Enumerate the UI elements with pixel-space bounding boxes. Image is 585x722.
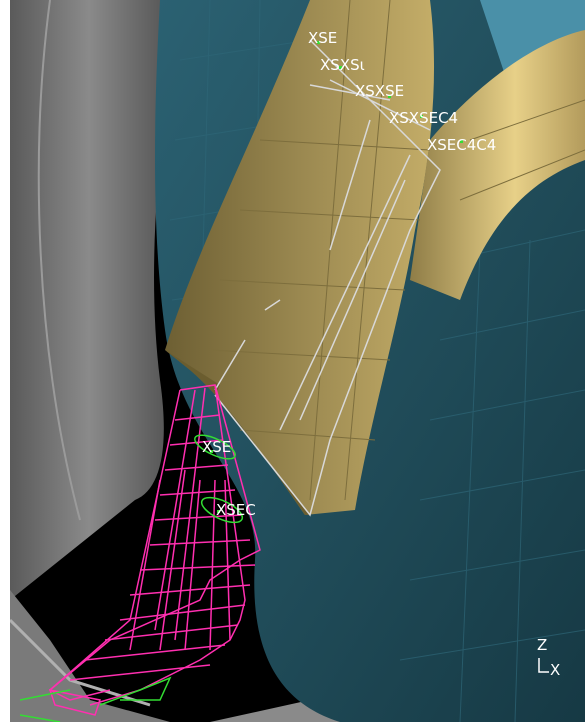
gold-panel-edge (165, 350, 310, 515)
section-label-2[interactable]: XSXSι (320, 56, 365, 74)
grey-lower-structure[interactable] (10, 590, 170, 722)
section-label-3[interactable]: XSXSE (355, 82, 404, 100)
fe-model-scene[interactable]: XSE XSXSι XSXSE XSXSEC4 XSEC4C4 XSE XSEC… (10, 0, 585, 722)
grey-body-edge (37, 0, 81, 521)
section-label-5[interactable]: XSEC4C4 (427, 136, 496, 154)
section-label-4[interactable]: XSXSEC4 (389, 109, 458, 127)
triad-x-label: X (550, 661, 560, 679)
triad-axes (538, 658, 549, 673)
gold-curved-arm[interactable] (410, 30, 585, 300)
graphics-viewport[interactable]: XSE XSXSι XSXSE XSXSEC4 XSEC4C4 XSE XSEC… (10, 0, 585, 722)
section-label-group: XSE XSXSι XSXSE XSXSEC4 XSEC4C4 XSE XSEC (202, 29, 496, 519)
section-lines (214, 39, 441, 517)
coordinate-triad: Z X (537, 636, 560, 679)
section-label-7[interactable]: XSEC (216, 501, 256, 519)
green-section-curves[interactable] (19, 430, 246, 722)
green-markers (210, 41, 463, 513)
magenta-mesh[interactable] (48, 384, 261, 716)
grey-body-part[interactable] (10, 0, 185, 600)
triad-z-label: Z (537, 636, 547, 654)
section-label-6[interactable]: XSE (202, 438, 231, 456)
section-label-1[interactable]: XSE (308, 29, 337, 47)
